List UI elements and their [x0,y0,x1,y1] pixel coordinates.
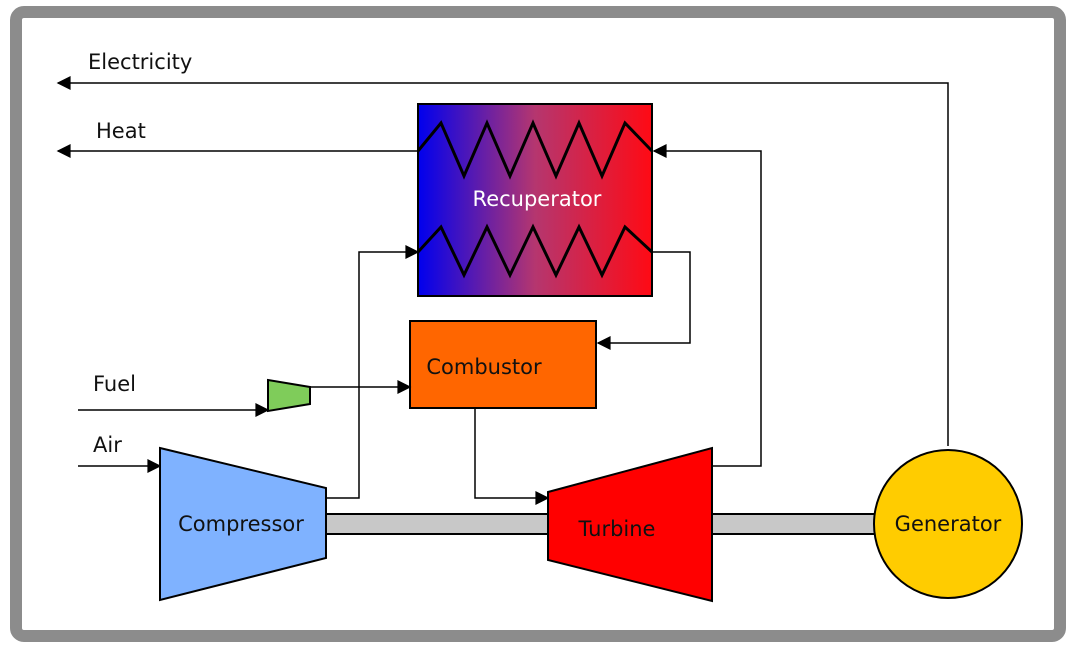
heat-label: Heat [96,119,146,143]
air-label: Air [93,433,122,457]
generator-circle [873,449,1023,599]
combustor-box [409,320,597,409]
compressor-shape [159,446,327,602]
fuel-valve [267,378,311,413]
recuperator-label: Recuperator [473,187,602,211]
combustor-label: Combustor [426,355,542,379]
electricity-line [56,76,949,446]
combustor-to-turbine-line [474,408,550,505]
turbine-label: Turbine [578,517,656,541]
recuperator-hot-coil [416,119,654,180]
electricity-label: Electricity [88,50,192,74]
fuel-label: Fuel [93,372,136,396]
shaft-turbine-generator [711,513,883,535]
turbine-shape [547,446,713,603]
compressor-label: Compressor [178,512,304,536]
compressor-to-recuperator-line [326,245,420,499]
generator-label: Generator [895,512,1002,536]
recuperator-to-combustor-line [596,251,691,350]
turbine-exhaust-line [652,144,762,467]
shaft-compressor-turbine [324,513,550,535]
recuperator-cold-coil [416,223,654,279]
recuperator-box [417,103,653,297]
